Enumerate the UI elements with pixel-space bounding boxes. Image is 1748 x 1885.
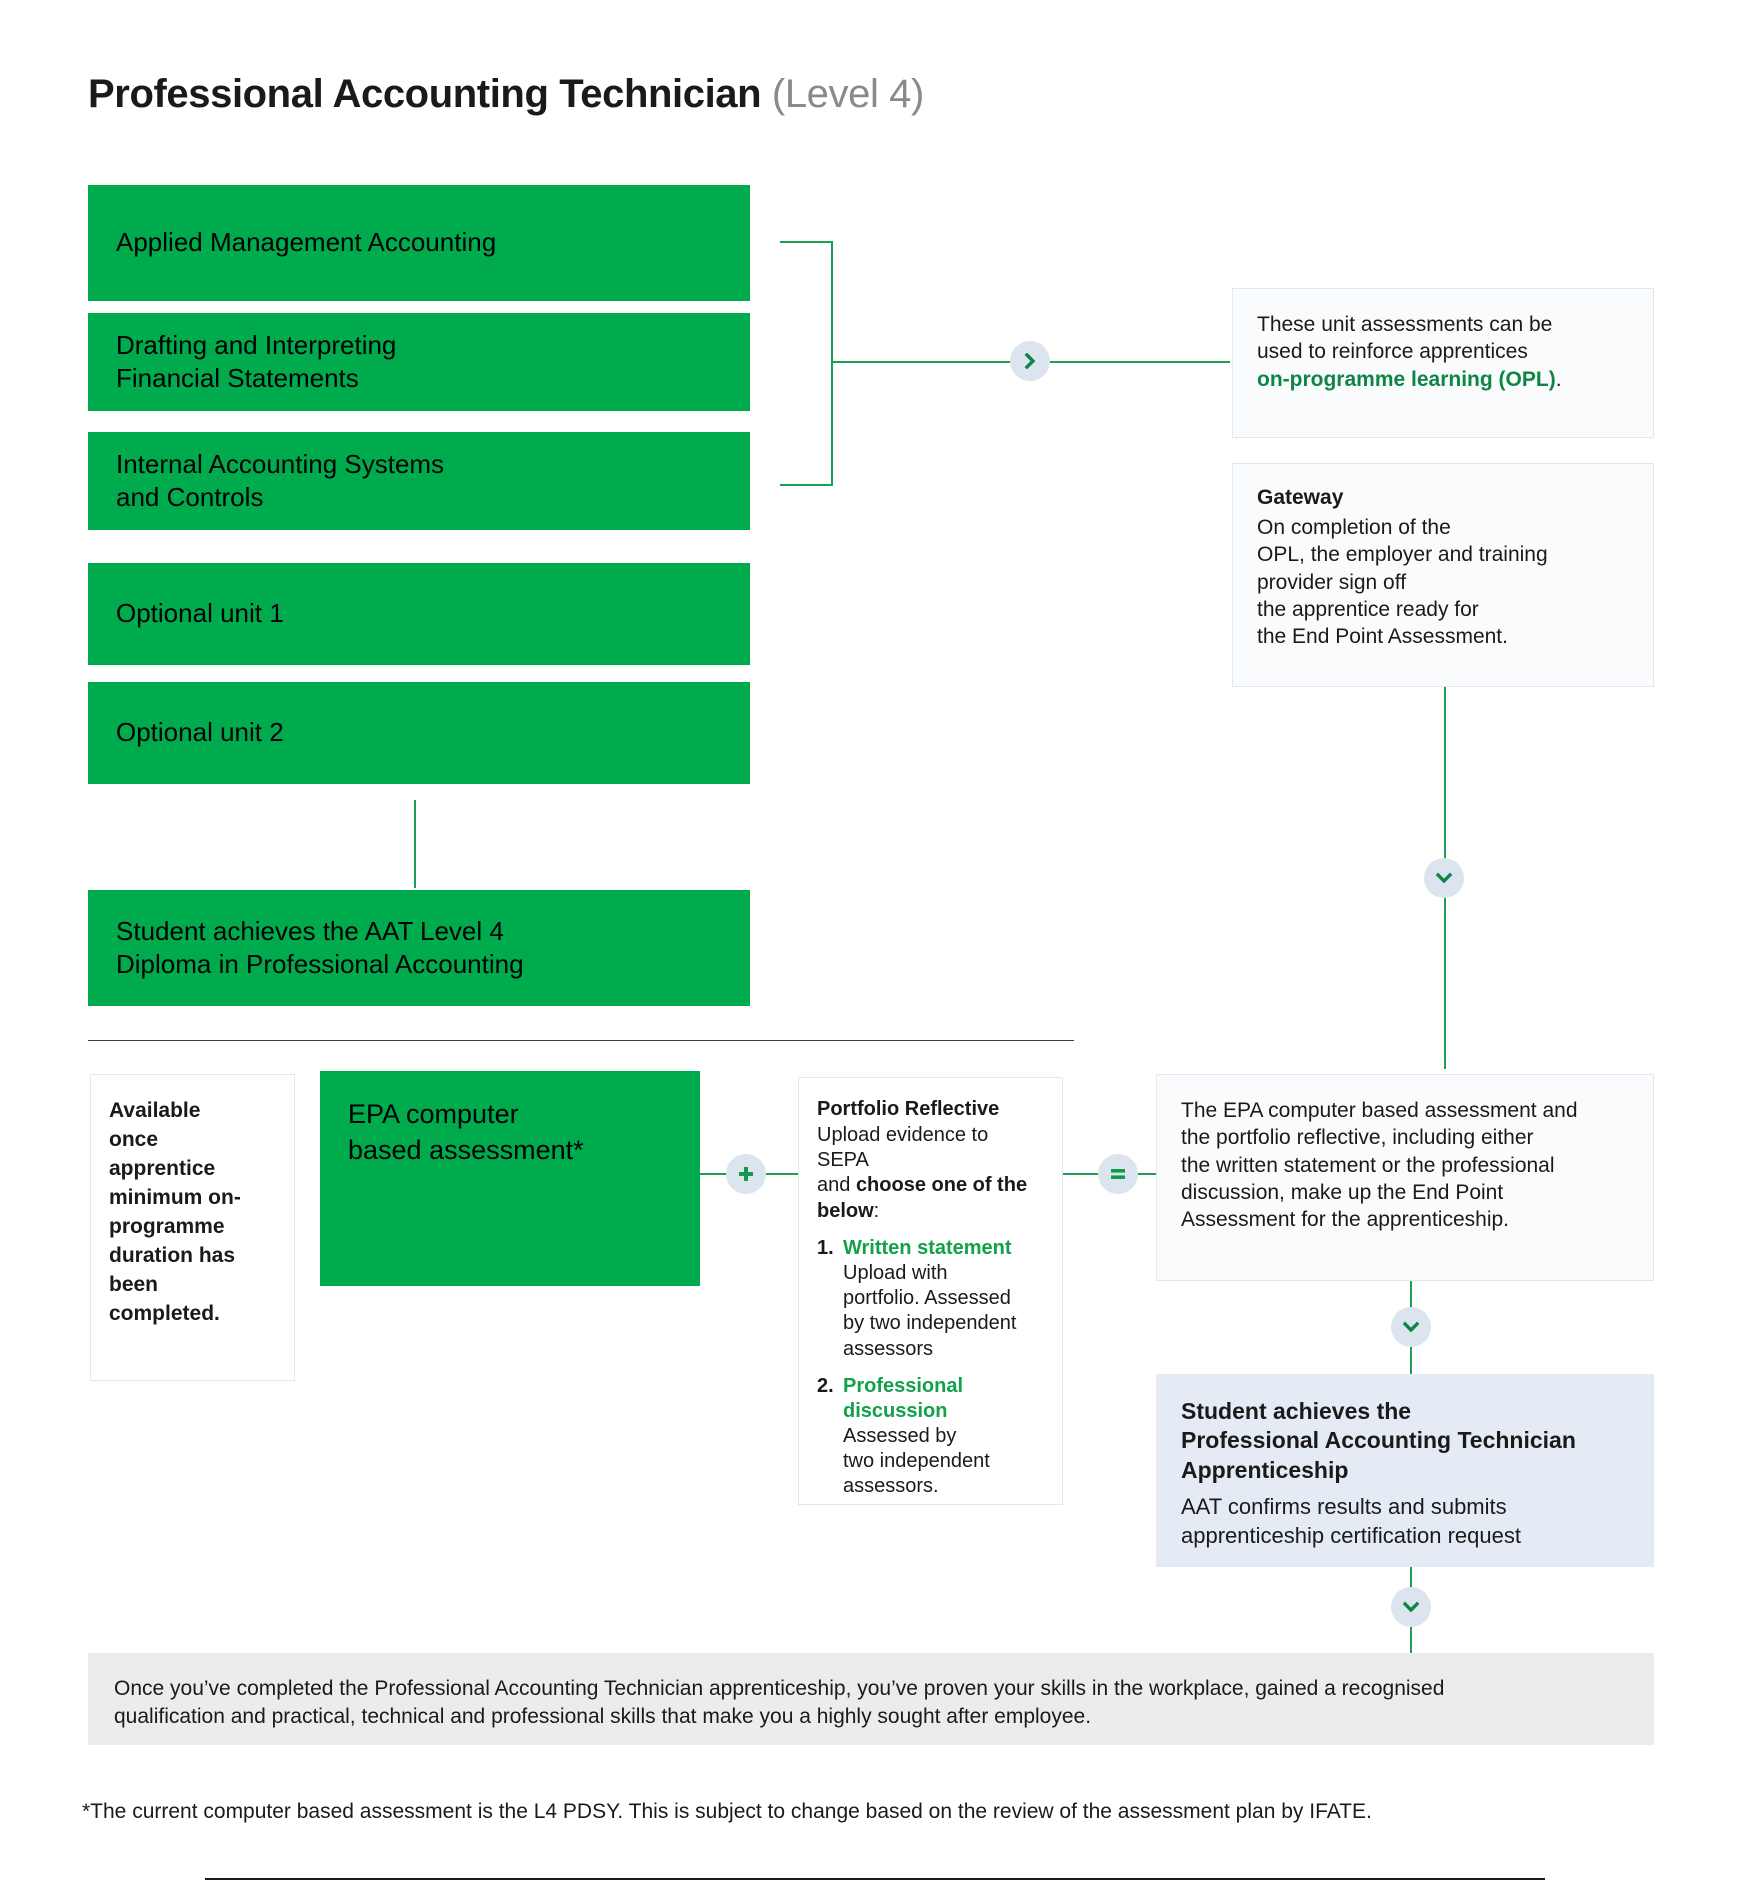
completion-banner-text: Once you’ve completed the Professional A… <box>114 1677 1445 1729</box>
epa-summary-card: The EPA computer based assessment and th… <box>1156 1074 1654 1281</box>
chevron-down-icon <box>1391 1587 1431 1627</box>
unit-box-label: Optional unit 2 <box>116 717 284 748</box>
portfolio-lead-bold: choose one of the below <box>817 1174 1028 1222</box>
epa-computer-based-assessment-box[interactable]: EPA computer based assessment* <box>320 1071 700 1286</box>
diploma-box-label: Student achieves the AAT Level 4 Diploma… <box>116 915 524 979</box>
gateway-card-body: On completion of the OPL, the employer a… <box>1257 516 1548 649</box>
available-once-card: Available once apprentice minimum on- pr… <box>90 1074 295 1381</box>
unit-box-drafting-interpreting-financial-statements[interactable]: Drafting and Interpreting Financial Stat… <box>88 313 750 411</box>
connector-units-to-diploma <box>414 800 416 888</box>
portfolio-item-number: 1. <box>817 1236 834 1259</box>
bracket-bottom-arm <box>780 484 833 486</box>
portfolio-option-list: 1. Written statement Upload with portfol… <box>817 1236 1042 1500</box>
unit-box-label: Drafting and Interpreting Financial Stat… <box>116 329 397 393</box>
opl-card-text: These unit assessments can be used to rei… <box>1257 311 1629 393</box>
portfolio-item-title: Professional discussion <box>843 1374 964 1422</box>
opl-card: These unit assessments can be used to rei… <box>1232 288 1654 438</box>
portfolio-lead-a: Upload evidence to SEPA <box>817 1124 989 1172</box>
plus-to-portfolio-line <box>766 1173 800 1175</box>
opl-period: . <box>1555 367 1562 391</box>
portfolio-lead-b: and <box>817 1174 856 1197</box>
bracket-to-opl-line <box>831 361 1030 363</box>
epa-summary-body: The EPA computer based assessment and th… <box>1181 1099 1578 1232</box>
chevron-down-icon <box>1391 1307 1431 1347</box>
completion-banner: Once you’ve completed the Professional A… <box>88 1653 1654 1745</box>
portfolio-item-body: Upload with portfolio. Assessed by two i… <box>843 1261 1017 1360</box>
opl-inbound-line <box>1050 361 1230 363</box>
achievement-card-body: AAT confirms results and submits apprent… <box>1181 1494 1521 1548</box>
equals-to-summary-line <box>1138 1173 1158 1175</box>
page-title-level: (Level 4) <box>771 72 924 116</box>
unit-box-label: Optional unit 1 <box>116 598 284 629</box>
portfolio-card-heading: Portfolio Reflective <box>817 1098 1000 1120</box>
plus-icon <box>726 1154 766 1194</box>
list-item: 1. Written statement Upload with portfol… <box>817 1236 1042 1362</box>
page-title: Professional Accounting Technician (Leve… <box>88 72 924 117</box>
bracket-top-arm <box>780 241 833 243</box>
bottom-rule <box>205 1878 1545 1880</box>
unit-box-applied-management-accounting[interactable]: Applied Management Accounting <box>88 185 750 301</box>
portfolio-item-body: Assessed by two independent assessors. <box>843 1425 990 1498</box>
portfolio-to-equals-line <box>1063 1173 1101 1175</box>
unit-box-optional-unit-1[interactable]: Optional unit 1 <box>88 563 750 665</box>
page-title-main: Professional Accounting Technician <box>88 72 762 116</box>
bracket-spine <box>831 241 833 485</box>
unit-box-internal-accounting-systems-controls[interactable]: Internal Accounting Systems and Controls <box>88 432 750 530</box>
available-once-text: Available once apprentice minimum on- pr… <box>109 1099 241 1325</box>
achievement-card-heading: Student achieves the Professional Accoun… <box>1181 1398 1576 1483</box>
footnote: *The current computer based assessment i… <box>82 1800 1372 1823</box>
portfolio-item-number: 2. <box>817 1374 834 1397</box>
chevron-down-icon <box>1424 858 1464 898</box>
gateway-card-heading: Gateway <box>1257 486 1344 509</box>
opl-line-2: used to reinforce apprentices <box>1257 340 1528 364</box>
opl-line-1: These unit assessments can be <box>1257 313 1553 336</box>
gateway-card: Gateway On completion of the OPL, the em… <box>1232 463 1654 687</box>
epa-to-plus-line <box>700 1173 742 1175</box>
section-divider <box>88 1040 1074 1041</box>
list-item: 2. Professional discussion Assessed by t… <box>817 1374 1042 1500</box>
equals-icon <box>1098 1154 1138 1194</box>
unit-box-label: Applied Management Accounting <box>116 227 497 258</box>
unit-box-optional-unit-2[interactable]: Optional unit 2 <box>88 682 750 784</box>
portfolio-reflective-card: Portfolio Reflective Upload evidence to … <box>798 1077 1063 1505</box>
chevron-right-icon <box>1010 341 1050 381</box>
opl-highlight: on-programme learning (OPL) <box>1257 367 1556 391</box>
portfolio-item-title: Written statement <box>843 1236 1012 1259</box>
unit-box-label: Internal Accounting Systems and Controls <box>116 448 445 512</box>
achievement-card: Student achieves the Professional Accoun… <box>1156 1374 1654 1567</box>
portfolio-lead-c: : <box>873 1199 880 1222</box>
epa-box-label: EPA computer based assessment* <box>348 1099 584 1165</box>
diploma-box[interactable]: Student achieves the AAT Level 4 Diploma… <box>88 890 750 1006</box>
